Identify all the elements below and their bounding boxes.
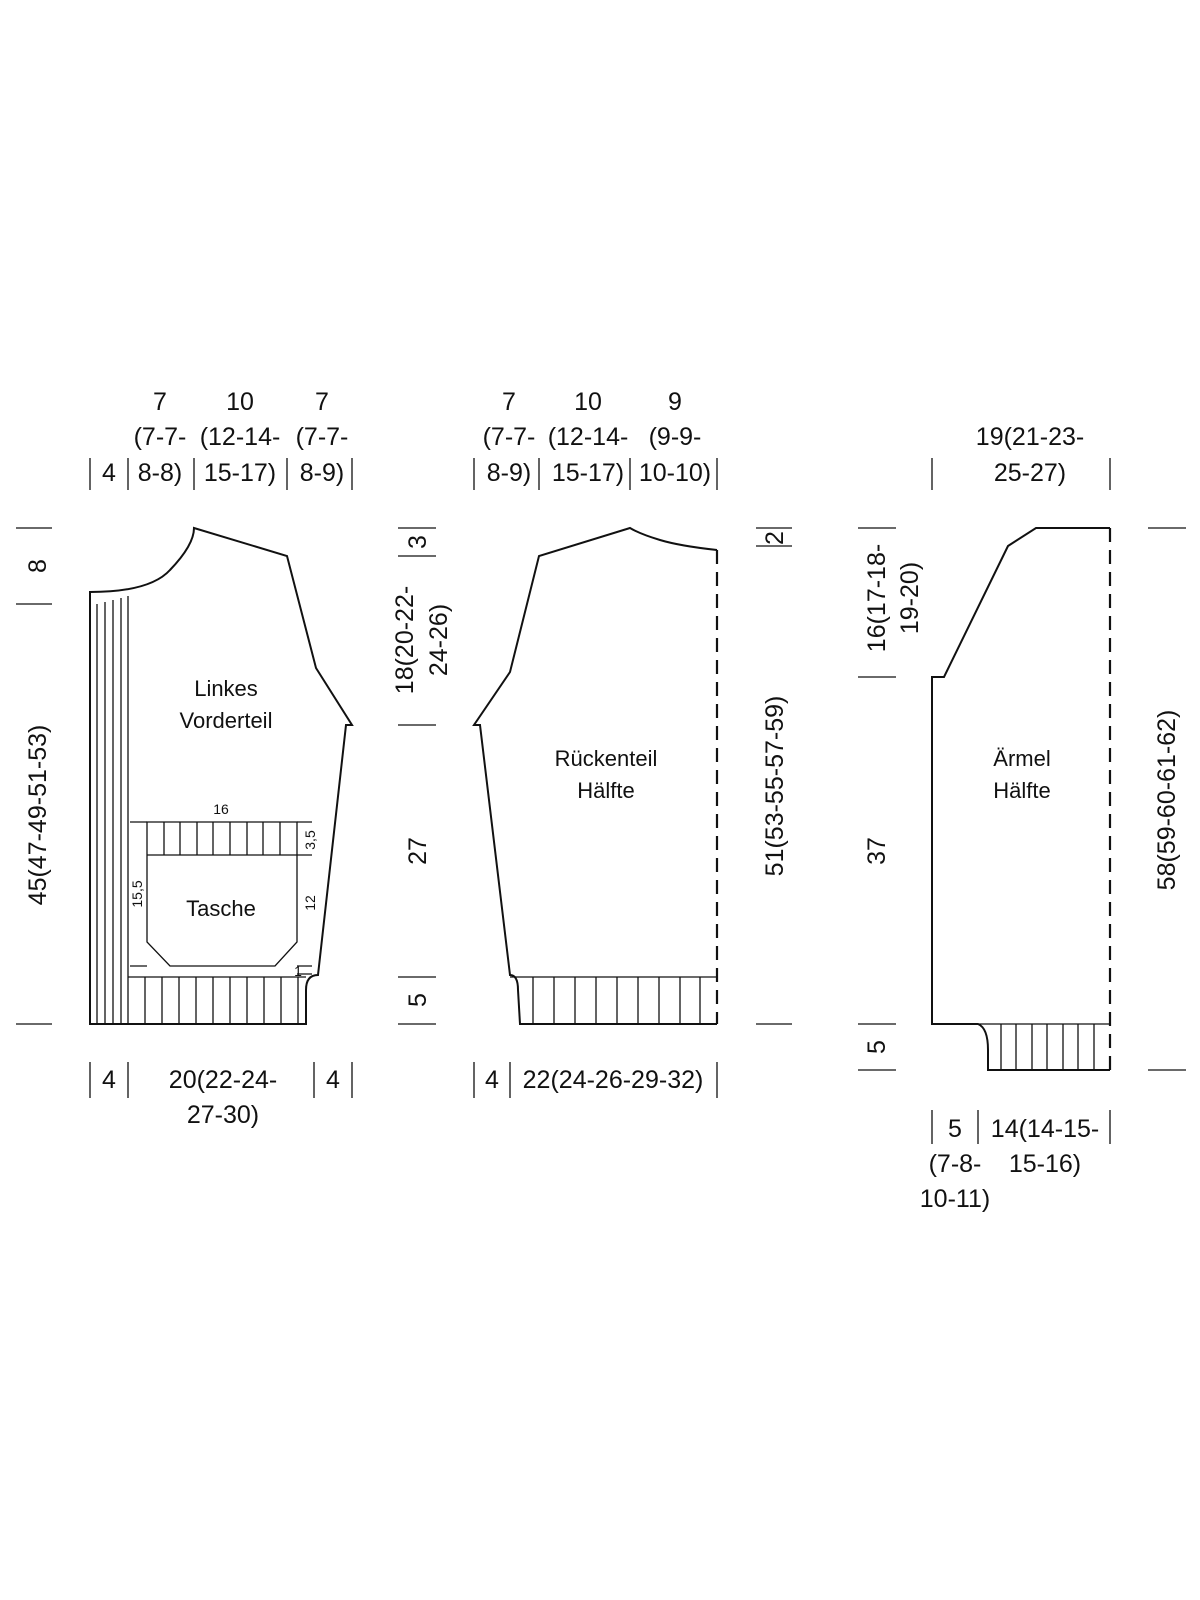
pocket-dim-lines [130,821,312,975]
back-bottom-width: 22(24-26-29-32) [523,1066,704,1094]
front-neck-depth: 8 [24,559,52,573]
back-top-col3-b: (9-9- [649,423,702,451]
sleeve-cap-height-a: 16(17-18- [863,544,891,652]
sleeve-cuff-offset-a: 5 [948,1115,962,1143]
pocket-height-right: 12 [302,895,318,911]
left-front-outline [89,526,354,1025]
back-label-1: Rückenteil [555,746,658,771]
front-bottom-band-right: 4 [326,1066,340,1094]
back-bottom-rib [510,976,717,1024]
front-top-col1-a: 7 [153,388,167,416]
front-top-col1-b: (7-7- [134,423,187,451]
pocket-height-left: 15,5 [129,880,145,907]
front-band-lines [96,596,129,1024]
sleeve-right-dim-ticks [1148,527,1186,1071]
front-bottom-band-left: 4 [102,1066,116,1094]
left-front-left-dim-ticks [16,527,52,1025]
sleeve-cuff-width-a: 14(14-15- [991,1115,1099,1143]
back-right-dim-ticks [756,527,792,1025]
back-label-2: Hälfte [577,778,634,803]
sleeve-top-dim-ticks [931,458,1111,490]
mid-rib-height: 5 [404,993,432,1007]
front-total-height: 45(47-49-51-53) [24,725,52,906]
sleeve-cuff-offset-b: (7-8- [929,1150,982,1178]
front-bottom-width-b: 27-30) [187,1101,259,1129]
back-bottom-dim-ticks [473,1062,718,1098]
front-top-col2-a: 10 [226,388,254,416]
back-top-col2-a: 10 [574,388,602,416]
back-top-col1-c: 8-9) [487,459,531,487]
pocket-width: 16 [213,801,229,817]
mid-armhole-depth-a: 18(20-22- [391,586,419,694]
mid-side-length: 27 [404,837,432,865]
front-top-band: 4 [102,459,116,487]
back-top-dim-ticks [473,458,718,490]
back-half-piece: Rückenteil Hälfte 7 (7-7- 8-9) 10 (12-14… [472,388,792,1098]
left-front-label-2: Vorderteil [180,708,273,733]
pocket-rib-height: 3,5 [302,830,318,850]
sleeve-cap-height-b: 19-20) [896,562,924,634]
sleeve-half-piece: Ärmel Hälfte 19(21-23- 25-27) 16(17-18- … [858,423,1186,1213]
left-front-label-1: Linkes [194,676,258,701]
sleeve-cuff-height: 5 [863,1040,891,1054]
sleeve-cuff-offset-c: 10-11) [920,1185,990,1213]
sleeve-total-length: 58(59-60-61-62) [1153,710,1181,891]
front-top-col2-c: 15-17) [204,459,276,487]
back-outline [472,526,718,1025]
mid-armhole-depth-b: 24-26) [425,604,453,676]
front-bottom-width-a: 20(22-24- [169,1066,277,1094]
middle-dimensions: 3 18(20-22- 24-26) 27 5 [391,527,453,1025]
sleeve-length: 37 [863,837,891,865]
back-neck-depth: 2 [761,531,789,545]
front-top-col2-b: (12-14- [200,423,281,451]
pocket-rib [147,822,297,856]
sleeve-cuff-width-b: 15-16) [1009,1150,1081,1178]
back-top-col1-a: 7 [502,388,516,416]
back-top-col2-c: 15-17) [552,459,624,487]
back-bottom-band: 4 [485,1066,499,1094]
pocket-label: Tasche [186,896,256,921]
back-top-col2-b: (12-14- [548,423,629,451]
left-front-piece: Tasche 16 15,5 3,5 12 1 Linkes Vordertei… [16,388,354,1129]
sleeve-left-dim-ticks [858,527,896,1071]
sleeve-label-1: Ärmel [993,746,1050,771]
pocket: Tasche 16 15,5 3,5 12 1 [129,801,318,979]
sleeve-bottom-dim-ticks [931,1110,1111,1144]
pocket-outline [146,821,298,967]
front-top-col1-c: 8-8) [138,459,182,487]
mid-shoulder-slope: 3 [404,535,432,549]
sleeve-label-2: Hälfte [993,778,1050,803]
back-total-height: 51(53-55-57-59) [761,696,789,877]
back-top-col1-b: (7-7- [483,423,536,451]
sleeve-top-width-a: 19(21-23- [976,423,1084,451]
front-bottom-rib [128,976,306,1024]
back-top-col3-a: 9 [668,388,682,416]
front-top-col3-c: 8-9) [300,459,344,487]
sleeve-cuff-rib [978,1023,1110,1070]
back-top-col3-c: 10-10) [639,459,711,487]
pocket-bottom-gap: 1 [294,963,302,979]
left-front-top-dim-ticks [89,458,353,490]
middle-dim-ticks [398,527,436,1025]
sleeve-outline [931,527,1110,1071]
front-top-col3-a: 7 [315,388,329,416]
left-front-bottom-dim-ticks [89,1062,353,1098]
front-top-col3-b: (7-7- [296,423,349,451]
sleeve-top-width-b: 25-27) [994,459,1066,487]
